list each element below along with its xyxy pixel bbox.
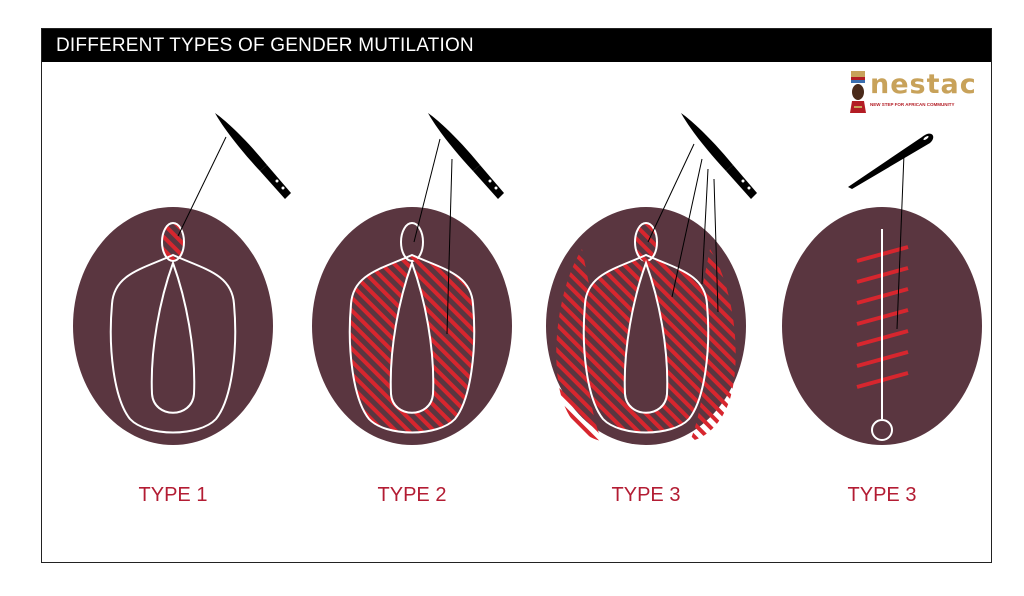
panel-4-label: TYPE 3 xyxy=(847,484,917,506)
page-title: DIFFERENT TYPES OF GENDER MUTILATION xyxy=(56,35,474,56)
panel-3-pointer-line-d xyxy=(713,178,719,313)
panel-type-2 xyxy=(312,113,512,445)
panel-3-pointer-line-a xyxy=(647,143,695,243)
panel-1-outer-outline xyxy=(109,253,237,434)
panel-3-pointer-line-b xyxy=(671,158,703,298)
panel-3-knife-icon xyxy=(681,113,757,199)
logo-tagline: NEW STEP FOR AFRICAN COMMUNITY xyxy=(870,102,955,107)
panel-2-inner-outline xyxy=(389,260,435,414)
panel-type-1 xyxy=(73,113,291,445)
panel-2-label: TYPE 2 xyxy=(377,484,447,506)
logo-wordmark: nestac xyxy=(870,69,977,100)
nestac-logo: nestac NEW STEP FOR AFRICAN COMMUNITY xyxy=(848,69,976,115)
title-bar: DIFFERENT TYPES OF GENDER MUTILATION xyxy=(42,29,991,62)
panel-1-knife-icon xyxy=(215,113,291,199)
panel-1-inner-outline xyxy=(150,260,196,414)
panel-type-3a xyxy=(546,113,757,445)
panel-2-pointer-line-b xyxy=(446,158,453,335)
panel-3-outer-hatched-left xyxy=(556,249,602,441)
logo-figure-icon xyxy=(850,71,866,113)
panel-1-label: TYPE 1 xyxy=(138,484,208,506)
panel-1-oval xyxy=(73,207,273,445)
panel-4-thread-line xyxy=(896,153,905,330)
panel-3-label: TYPE 3 xyxy=(611,484,681,506)
panel-4-opening xyxy=(871,419,893,441)
panel-3-pointer-line-c xyxy=(701,168,709,285)
panel-1-pointer-line xyxy=(177,136,227,237)
diagram-canvas xyxy=(73,113,982,445)
panel-2-knife-icon xyxy=(428,113,504,199)
panel-4-needle-icon xyxy=(848,133,934,189)
panel-2-pointer-line-a xyxy=(413,138,441,243)
panel-3-inner-outline xyxy=(623,260,669,414)
figure-frame: DIFFERENT TYPES OF GENDER MUTILATION nes… xyxy=(41,28,992,563)
panel-type-3b xyxy=(782,133,982,445)
panel-3-outer-hatched-right xyxy=(690,249,736,441)
